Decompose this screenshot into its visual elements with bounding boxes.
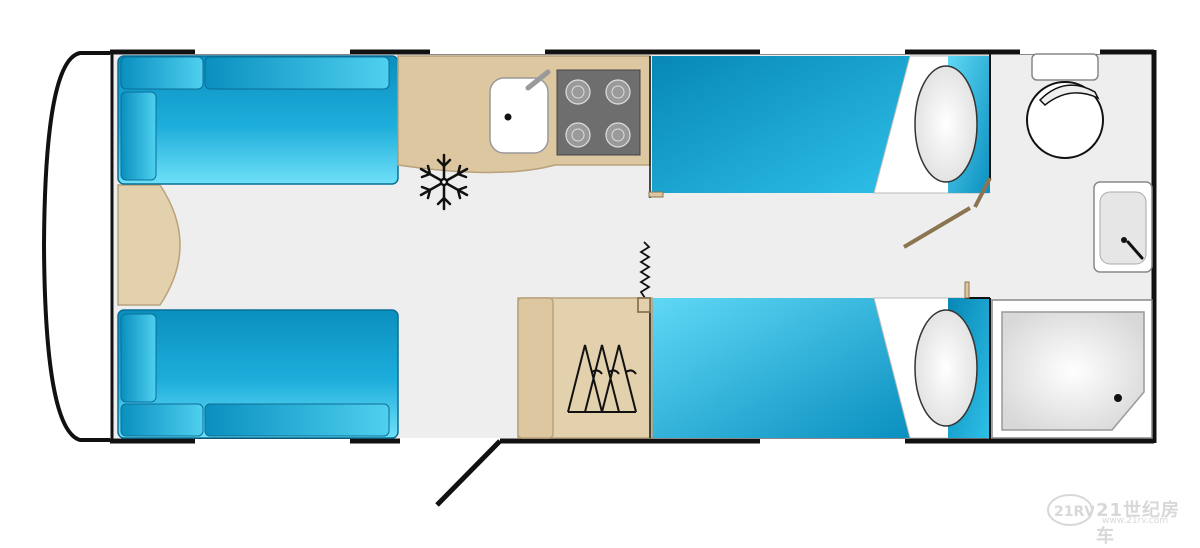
svg-text:21RV: 21RV	[1054, 504, 1094, 520]
concertina-partition	[637, 241, 651, 313]
windows	[195, 49, 1100, 444]
sofa-right	[117, 309, 399, 439]
snowflake-icon	[419, 153, 469, 211]
shower	[991, 299, 1153, 439]
sink	[489, 69, 551, 154]
pillow-offside	[914, 65, 978, 183]
wardrobe	[517, 297, 653, 439]
front-chest	[117, 184, 181, 306]
watermark-logo: 21RV 21世纪房车 www.21rv.com	[1046, 492, 1196, 547]
washroom-door	[902, 206, 972, 249]
watermark-emblem: 21RV	[1047, 494, 1094, 526]
hanger-icon	[567, 344, 637, 413]
entrance-door	[435, 439, 502, 507]
front-wall	[41, 51, 110, 442]
toilet	[1026, 53, 1104, 159]
basin	[1093, 181, 1153, 273]
pillow-nearside	[914, 309, 978, 427]
sofa-left	[117, 55, 399, 185]
washroom-divider	[902, 52, 992, 441]
watermark-url: www.21rv.com	[1102, 516, 1168, 526]
hob	[556, 69, 641, 156]
